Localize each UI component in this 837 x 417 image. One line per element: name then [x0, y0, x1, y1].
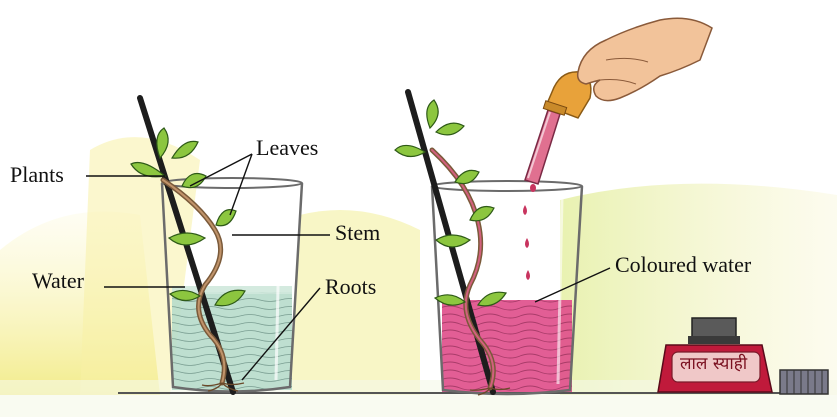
hand [578, 18, 712, 100]
ink-drops [523, 184, 536, 280]
label-leaves: Leaves [256, 137, 318, 159]
label-plants: Plants [10, 164, 64, 186]
ink-bottle-label: लाल स्याही [680, 356, 747, 373]
label-roots: Roots [325, 276, 376, 298]
small-cap [780, 370, 828, 394]
right-beaker [432, 181, 582, 394]
label-water: Water [32, 270, 84, 292]
label-stem: Stem [335, 222, 380, 244]
bottle-cap [692, 318, 736, 338]
dropper [525, 72, 591, 184]
label-coloured-water: Coloured water [615, 254, 751, 276]
